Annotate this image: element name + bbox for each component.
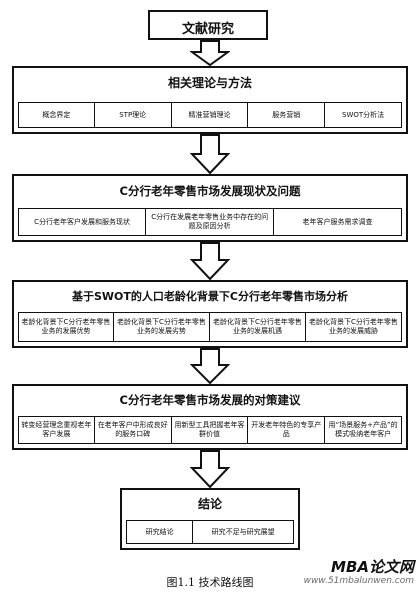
swot-analysis-box: 基于SWOT的人口老龄化背景下C分行老年零售市场分析 老龄化背景下C分行老年零售… bbox=[12, 280, 408, 348]
scenario-service-cell: 用“场景服务+产品”的模式吸纳老年客户 bbox=[325, 416, 402, 444]
literature-research-box: 文献研究 bbox=[148, 10, 268, 40]
precision-marketing-cell: 精准营销理论 bbox=[171, 102, 249, 128]
reputation-cell: 在老年客户中形成良好的服务口碑 bbox=[94, 416, 172, 444]
countermeasures-box: C分行老年零售市场发展的对策建议 转变经营理念重视老年客户发展 在老年客户中形成… bbox=[12, 384, 408, 450]
literature-research-title: 文献研究 bbox=[181, 22, 234, 37]
watermark-brand: MBA论文网 bbox=[331, 558, 414, 576]
new-tools-cell: 用新型工具把握老年客群价值 bbox=[171, 416, 249, 444]
limitations-outlook-cell: 研究不足与研究展望 bbox=[193, 520, 294, 544]
down-arrow-icon bbox=[190, 40, 230, 66]
change-concept-cell: 转变经营理念重视老年客户发展 bbox=[18, 416, 95, 444]
down-arrow-icon bbox=[190, 134, 230, 174]
problems-analysis-cell: C分行在发展老年零售业务中存在的问题及原因分析 bbox=[146, 208, 275, 236]
stp-theory-cell: STP理论 bbox=[94, 102, 172, 128]
down-arrow-icon bbox=[190, 348, 230, 384]
figure-caption: 图1.1 技术路线图 bbox=[166, 576, 254, 589]
down-arrow-icon bbox=[190, 242, 230, 280]
demand-survey-cell: 老年客户服务需求调查 bbox=[274, 208, 402, 236]
swot-analysis-title: 基于SWOT的人口老龄化背景下C分行老年零售市场分析 bbox=[72, 290, 348, 303]
theory-methods-box: 相关理论与方法 概念界定 STP理论 精准营销理论 服务营销 SWOT分析法 bbox=[12, 66, 408, 134]
current-status-title: C分行老年零售市场发展现状及问题 bbox=[119, 184, 301, 198]
theory-methods-title: 相关理论与方法 bbox=[167, 76, 252, 90]
research-conclusion-cell: 研究结论 bbox=[126, 520, 194, 544]
strengths-cell: 老龄化背景下C分行老年零售业务的发展优势 bbox=[18, 312, 114, 342]
customer-status-cell: C分行老年客户发展和服务现状 bbox=[18, 208, 147, 236]
threats-cell: 老龄化背景下C分行老年零售业务的发展威胁 bbox=[306, 312, 402, 342]
swot-method-cell: SWOT分析法 bbox=[325, 102, 402, 128]
watermark-url: www.51mbalunwen.com bbox=[303, 576, 414, 586]
down-arrow-icon bbox=[190, 450, 230, 488]
current-status-box: C分行老年零售市场发展现状及问题 C分行老年客户发展和服务现状 C分行在发展老年… bbox=[12, 174, 408, 242]
opportunities-cell: 老龄化背景下C分行老年零售业务的发展机遇 bbox=[210, 312, 306, 342]
exclusive-products-cell: 开发老年特色的专享产品 bbox=[248, 416, 326, 444]
countermeasures-title: C分行老年零售市场发展的对策建议 bbox=[119, 393, 301, 407]
weaknesses-cell: 老龄化背景下C分行老年零售业务的发展劣势 bbox=[114, 312, 210, 342]
concept-definition-cell: 概念界定 bbox=[18, 102, 95, 128]
conclusion-title: 结论 bbox=[197, 497, 222, 511]
service-marketing-cell: 服务营销 bbox=[248, 102, 326, 128]
conclusion-box: 结论 研究结论 研究不足与研究展望 bbox=[120, 488, 300, 550]
